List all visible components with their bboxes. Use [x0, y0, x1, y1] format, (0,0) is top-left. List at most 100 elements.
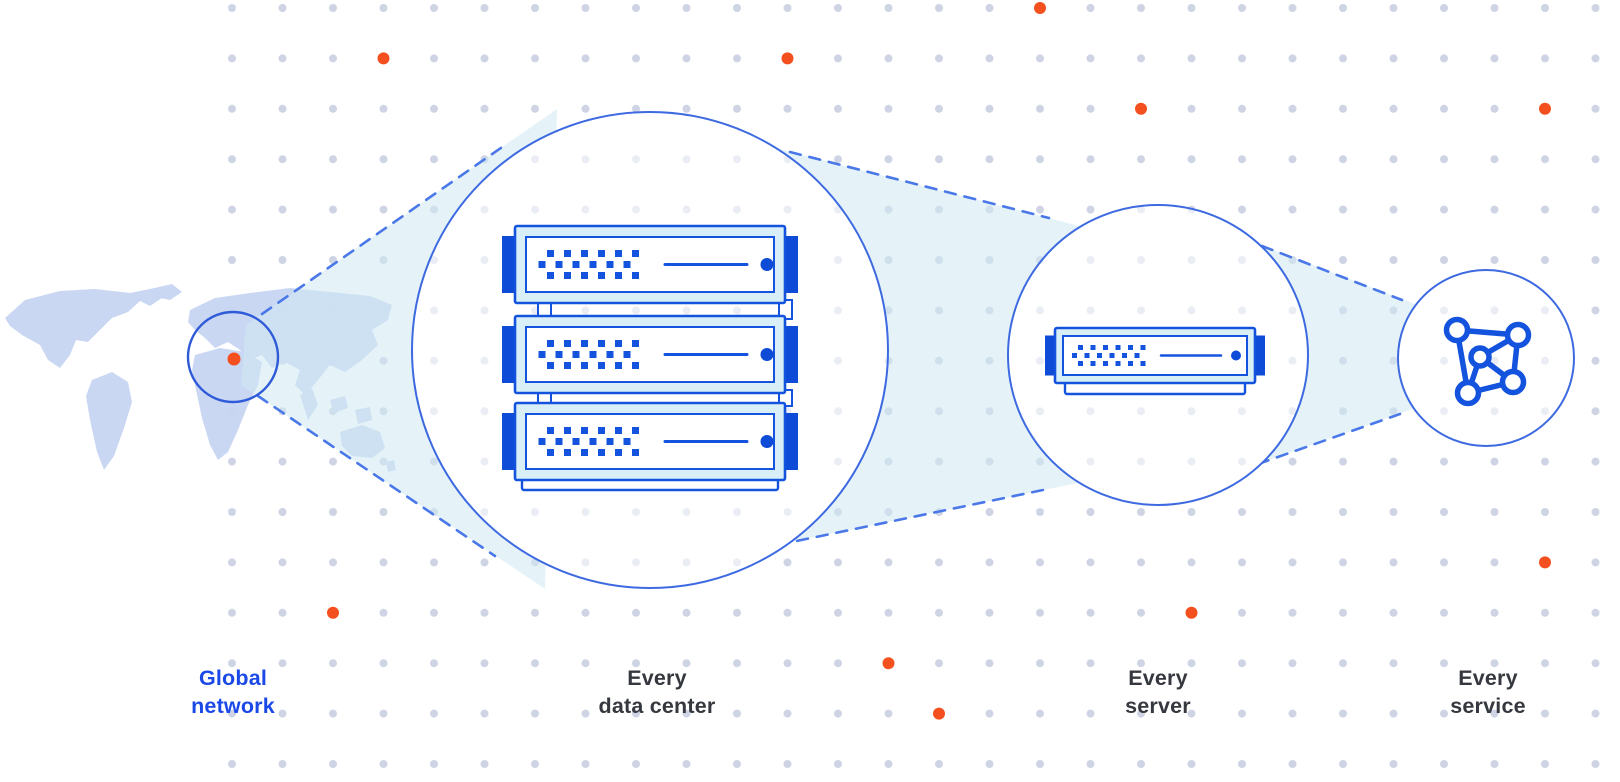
grid-dot	[480, 54, 489, 63]
server-rack	[1045, 326, 1265, 396]
grid-dot	[379, 659, 388, 668]
grid-dot	[1187, 104, 1196, 113]
grid-dot	[682, 608, 691, 617]
vent-square	[1109, 353, 1115, 358]
grid-dot	[1086, 709, 1095, 718]
grid-dot	[834, 558, 842, 567]
faint-grid-dot	[682, 205, 691, 214]
grid-dot	[1339, 659, 1347, 668]
orange-accent-dot	[1539, 102, 1551, 115]
zoom-beam-dashed-line	[788, 150, 1051, 220]
faint-grid-dot	[733, 205, 741, 214]
faint-grid-dot	[531, 155, 539, 164]
vent-square	[598, 449, 605, 456]
vent-square	[547, 272, 554, 279]
grid-dot	[985, 659, 994, 668]
server-unit-icon	[502, 314, 798, 395]
grid-dot	[1288, 205, 1297, 214]
grid-dot	[329, 155, 337, 164]
grid-dot	[1187, 54, 1196, 63]
grid-dot	[985, 608, 994, 617]
vent-square	[632, 362, 639, 369]
grid-dot	[1288, 104, 1297, 113]
grid-dot	[733, 709, 741, 718]
grid-dot	[531, 608, 539, 617]
zoom-beam-dashed-line	[1260, 244, 1404, 302]
power-led-dot	[760, 435, 774, 448]
vent-square	[1134, 353, 1140, 358]
server-unit-icon	[502, 224, 798, 305]
vent-square	[632, 250, 639, 257]
grid-dot	[632, 659, 640, 668]
grid-dot	[1440, 155, 1448, 164]
grid-dot	[632, 54, 640, 63]
grid-dot	[985, 508, 994, 516]
faint-grid-dot	[1288, 407, 1297, 416]
grid-dot	[1389, 760, 1398, 768]
orange-accent-dot	[377, 52, 390, 65]
grid-dot	[1036, 508, 1044, 516]
rack-ear-left	[502, 326, 517, 383]
faint-grid-dot	[733, 306, 741, 315]
faint-grid-dot	[834, 356, 842, 365]
vent-square	[547, 449, 554, 456]
vent-square	[564, 250, 571, 257]
vent-square	[1140, 345, 1146, 350]
grid-dot	[1036, 205, 1044, 214]
grid-dot	[884, 558, 893, 567]
rack-ear-left	[502, 236, 517, 293]
grid-dot	[329, 54, 337, 63]
grid-dot	[228, 205, 236, 214]
server-rack	[502, 224, 798, 492]
grid-dot	[935, 558, 943, 567]
grid-dot	[1591, 508, 1600, 516]
faint-grid-dot	[1187, 407, 1196, 416]
vent-square	[564, 362, 571, 369]
grid-dot	[228, 104, 236, 113]
faint-grid-dot	[632, 205, 640, 214]
grid-dot	[228, 54, 236, 63]
grid-dot	[884, 54, 893, 63]
grid-dot	[1490, 205, 1499, 214]
zoom-beam-dashed-line	[256, 394, 497, 558]
vent-square	[564, 272, 571, 279]
grid-dot	[1339, 608, 1347, 617]
vent-square	[615, 250, 622, 257]
grid-dot	[1591, 155, 1600, 164]
grid-dot	[1591, 608, 1600, 617]
grid-dot	[278, 205, 287, 214]
vent-square	[555, 438, 563, 445]
grid-dot	[1389, 4, 1398, 12]
faint-grid-dot	[1238, 306, 1246, 315]
grid-dot	[1086, 508, 1095, 516]
faint-grid-dot	[632, 155, 640, 164]
grid-dot	[1440, 558, 1448, 567]
grid-dot	[379, 709, 388, 718]
grid-dot	[480, 709, 489, 718]
grid-dot	[430, 104, 438, 113]
vent-square	[615, 362, 622, 369]
grid-dot	[1541, 256, 1549, 264]
vent-square	[606, 438, 614, 445]
grid-dot	[1490, 54, 1499, 63]
faint-grid-dot	[1440, 407, 1448, 416]
grid-dot	[1490, 155, 1499, 164]
power-led-dot	[760, 348, 774, 361]
faint-grid-dot	[581, 155, 590, 164]
continent-shape	[150, 284, 182, 300]
grid-dot	[1591, 205, 1600, 214]
grid-dot	[1541, 508, 1549, 516]
grid-dot	[783, 709, 792, 718]
grid-dot	[581, 760, 590, 768]
grid-dot	[1238, 205, 1246, 214]
faint-grid-dot	[682, 306, 691, 315]
grid-dot	[1137, 608, 1145, 617]
grid-dot	[682, 4, 691, 12]
globe-highlight-circle	[186, 310, 280, 404]
grid-dot	[1288, 659, 1297, 668]
rack-ear-right	[783, 236, 798, 293]
vent-square	[606, 261, 614, 268]
grid-dot	[1591, 306, 1600, 315]
network-node	[1499, 368, 1527, 396]
faint-grid-dot	[682, 508, 691, 516]
